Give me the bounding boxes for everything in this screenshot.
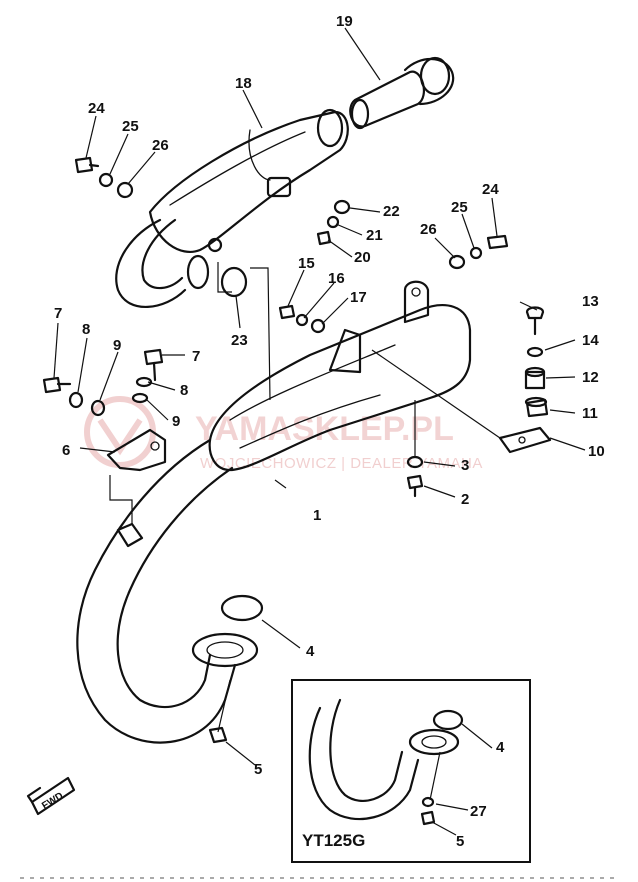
inset-callout-5: 5 [456, 833, 464, 850]
callout-6: 6 [62, 442, 70, 459]
callout-4: 4 [306, 643, 315, 660]
muffler-18 [115, 108, 349, 308]
inset-callout-27: 27 [470, 803, 487, 820]
callout-14: 14 [582, 332, 599, 349]
callout-2: 2 [461, 491, 469, 508]
callout-labels: 19 18 24 25 26 22 21 20 24 25 26 15 16 1… [54, 13, 605, 778]
callout-18: 18 [235, 75, 252, 92]
callout-8-left: 8 [82, 321, 90, 338]
inset-title: YT125G [302, 831, 365, 850]
callout-21: 21 [366, 227, 383, 244]
callout-5: 5 [254, 761, 262, 778]
callout-9-left: 9 [113, 337, 121, 354]
fwd-arrow-icon: FWD [26, 776, 76, 816]
bracket-6 [106, 348, 167, 548]
callout-12: 12 [582, 369, 599, 386]
inset-yt125g: YT125G 4 27 5 [291, 679, 531, 863]
callout-11: 11 [582, 405, 598, 422]
callout-15: 15 [298, 255, 315, 272]
callout-9-right: 9 [172, 413, 180, 430]
watermark: YAMASKLEP.PL WOJCIECHOWICZ | DEALER YAMA… [84, 396, 483, 472]
callout-13: 13 [582, 293, 599, 310]
bottom-fasteners [406, 400, 424, 498]
nut-5 [208, 679, 231, 744]
callout-10: 10 [588, 443, 605, 460]
callout-24-left: 24 [88, 100, 105, 117]
callout-7-left: 7 [54, 305, 62, 322]
callout-23: 23 [231, 332, 248, 349]
gasket-23 [220, 266, 248, 298]
callout-22: 22 [383, 203, 400, 220]
inset-callout-4: 4 [496, 739, 505, 756]
silencer-1 [76, 280, 472, 744]
callout-25-left: 25 [122, 118, 139, 135]
watermark-logo-mark [97, 418, 143, 456]
callout-1: 1 [313, 507, 321, 524]
watermark-tagline: WOJCIECHOWICZ | DEALER YAMAHA [200, 455, 483, 472]
callout-19: 19 [336, 13, 353, 30]
callout-7-right: 7 [192, 348, 200, 365]
leader-lines [53, 27, 586, 766]
callout-17: 17 [350, 289, 367, 306]
right-fasteners [371, 306, 552, 454]
callout-16: 16 [328, 270, 345, 287]
callout-26-left: 26 [152, 137, 169, 154]
callout-24-right: 24 [482, 181, 499, 198]
callout-25-right: 25 [451, 199, 468, 216]
upper-fasteners [74, 156, 509, 334]
callout-3: 3 [461, 457, 469, 474]
callout-26-right: 26 [420, 221, 437, 238]
watermark-brand: YAMASKLEP.PL [195, 410, 454, 448]
callout-20: 20 [354, 249, 371, 266]
left-fasteners [42, 376, 106, 417]
callout-8-right: 8 [180, 382, 188, 399]
flange-4 [191, 594, 264, 668]
tailpipe-19 [349, 56, 455, 130]
